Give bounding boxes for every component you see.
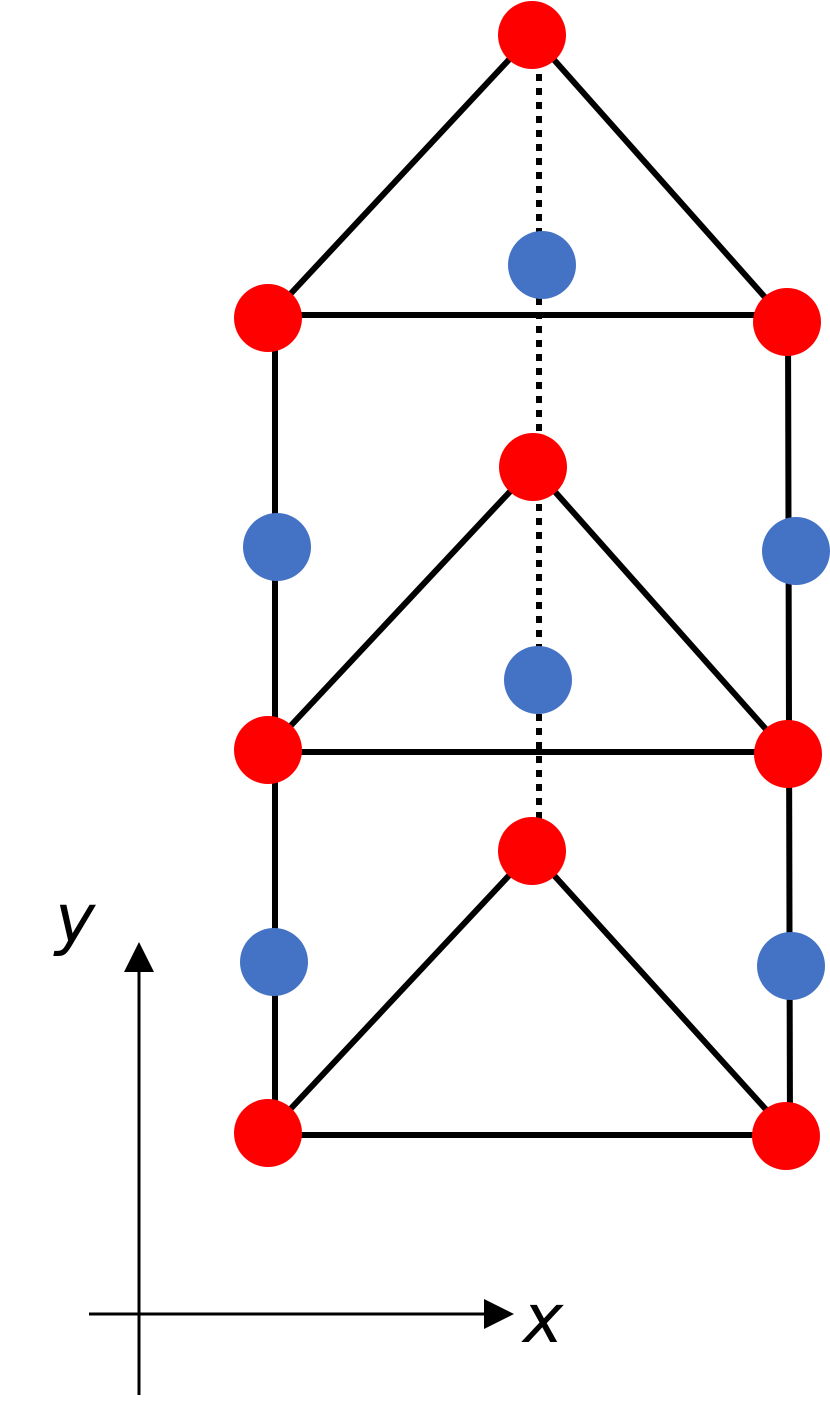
red-atom xyxy=(498,817,566,885)
blue-atom xyxy=(508,231,576,299)
bond xyxy=(529,32,790,325)
bond xyxy=(529,848,793,1139)
red-atom xyxy=(234,716,302,784)
y-axis-label: y xyxy=(53,880,96,959)
red-atom xyxy=(753,288,821,356)
blue-atoms xyxy=(240,231,830,1000)
blue-atom xyxy=(762,517,830,585)
red-atom xyxy=(754,720,822,788)
blue-atom xyxy=(504,646,572,714)
red-atom xyxy=(498,1,566,69)
bond xyxy=(265,848,535,1136)
bonds xyxy=(265,32,793,1139)
red-atom xyxy=(752,1102,820,1170)
red-atom xyxy=(234,284,302,352)
x-axis-arrowhead xyxy=(484,1299,514,1329)
y-axis-arrowhead xyxy=(124,942,154,972)
blue-atom xyxy=(757,932,825,1000)
coordinate-axes: y x xyxy=(53,880,564,1395)
red-atoms xyxy=(234,1,822,1170)
x-axis-label: x xyxy=(521,1280,564,1359)
blue-atom xyxy=(243,513,311,581)
bond xyxy=(530,464,791,757)
bond xyxy=(265,32,535,321)
red-atom xyxy=(499,433,567,501)
blue-atom xyxy=(240,928,308,996)
bond xyxy=(265,464,536,753)
red-atom xyxy=(234,1099,302,1167)
